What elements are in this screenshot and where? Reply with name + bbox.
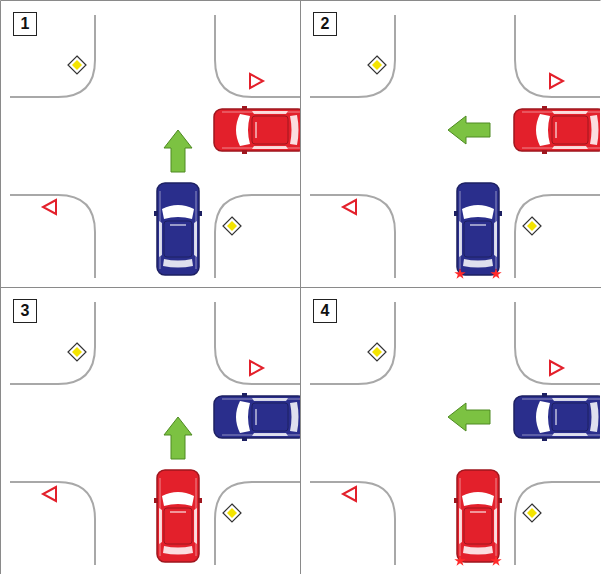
curb	[215, 15, 300, 97]
curb	[10, 195, 95, 278]
direction-arrow	[164, 130, 192, 172]
brake-light	[454, 555, 465, 566]
car	[214, 106, 300, 154]
curb	[515, 482, 600, 565]
yield-sign	[343, 487, 356, 501]
priority-sign	[223, 217, 241, 235]
curb	[515, 302, 600, 384]
callout-number: 2	[313, 12, 337, 36]
curb	[215, 482, 300, 565]
priority-sign	[523, 217, 541, 235]
car	[514, 393, 600, 441]
direction-arrow	[448, 403, 490, 431]
yield-sign	[250, 74, 263, 88]
brake-light	[490, 268, 501, 279]
yield-sign	[550, 361, 563, 375]
car	[154, 470, 202, 562]
panel	[10, 15, 300, 278]
priority-sign	[368, 343, 386, 361]
curb	[310, 482, 395, 565]
curb	[10, 482, 95, 565]
curb	[515, 195, 600, 278]
direction-arrow	[164, 417, 192, 459]
priority-sign	[368, 56, 386, 74]
car	[214, 393, 300, 441]
brake-light	[299, 106, 300, 117]
curb	[310, 195, 395, 278]
brake-light	[299, 142, 300, 153]
yield-sign	[343, 200, 356, 214]
priority-sign	[223, 504, 241, 522]
curb	[515, 15, 600, 97]
curb	[215, 195, 300, 278]
panel	[310, 15, 600, 279]
brake-light	[299, 429, 300, 440]
yield-sign	[250, 361, 263, 375]
direction-arrow	[448, 116, 490, 144]
callout-number: 3	[13, 299, 37, 323]
brake-light	[454, 268, 465, 279]
callout-number: 1	[13, 12, 37, 36]
car	[514, 106, 600, 154]
brake-light	[490, 555, 501, 566]
curb	[215, 302, 300, 384]
panel	[10, 302, 300, 565]
priority-sign	[68, 56, 86, 74]
car	[454, 183, 502, 279]
callout-number: 4	[313, 299, 337, 323]
yield-sign	[43, 487, 56, 501]
car	[454, 470, 502, 566]
panel-border	[0, 287, 601, 288]
priority-sign	[523, 504, 541, 522]
panel	[310, 302, 600, 566]
priority-sign	[68, 343, 86, 361]
yield-sign	[43, 200, 56, 214]
brake-light	[299, 393, 300, 404]
car	[154, 183, 202, 275]
yield-sign	[550, 74, 563, 88]
